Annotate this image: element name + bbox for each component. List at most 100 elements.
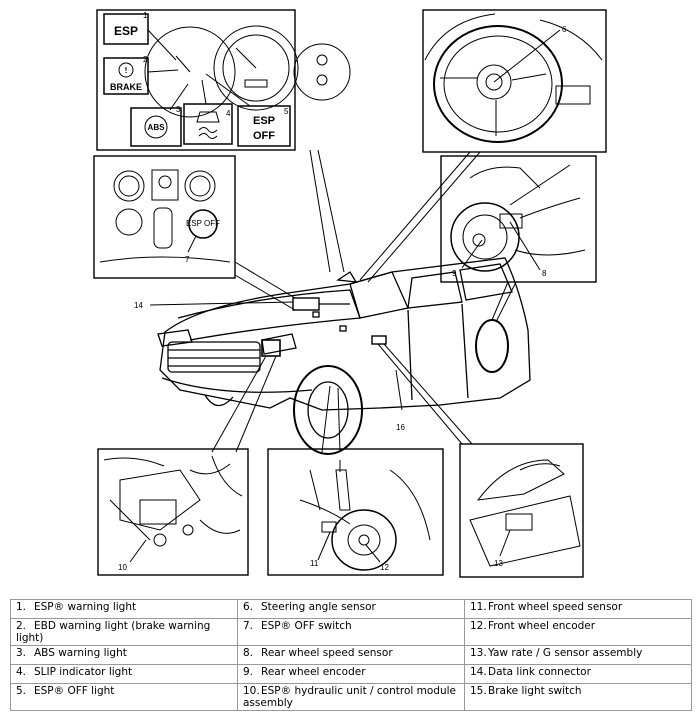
legend-cell: 13.Yaw rate / G sensor assembly (464, 645, 692, 665)
callout-6: 6 (562, 25, 567, 34)
front-wheel (293, 365, 363, 455)
component-location-diagram: ESP ! BRAKE ABS ESP OFF (93, 9, 607, 578)
rear-wheel-speed-sensor (499, 213, 523, 229)
callout-2: 2 (143, 55, 148, 64)
tachometer-gauge (144, 26, 236, 118)
legend-text: Rear wheel speed sensor (261, 647, 393, 659)
front-grille (167, 341, 261, 373)
callout-5: 5 (284, 107, 289, 116)
legend-cell: 14.Data link connector (464, 664, 692, 684)
legend-cell: 4. SLIP indicator light (10, 664, 238, 684)
legend-number: 2. (16, 620, 27, 632)
legend-cell: 12.Front wheel encoder (464, 618, 692, 646)
legend-number: 6. (243, 601, 254, 613)
rear-wheel (475, 319, 509, 373)
callout-4: 4 (226, 109, 231, 118)
legend-text: Brake light switch (488, 685, 582, 697)
steering-angle-sensor (476, 64, 512, 100)
legend-cell: 8. Rear wheel speed sensor (237, 645, 465, 665)
legend-text: ABS warning light (34, 647, 127, 659)
legend-number: 3. (16, 647, 27, 659)
legend-number: 1. (16, 601, 27, 613)
front-wheel-speed-sensor (321, 521, 337, 533)
legend-cell: 2.EBD warning light (brake warning light… (10, 618, 238, 646)
callout-1: 1 (143, 11, 148, 20)
abs-warning-indicator: ABS (130, 107, 182, 147)
esp-off-switch (188, 209, 218, 239)
legend-number: 13. (470, 647, 487, 659)
legend-text: SLIP indicator light (34, 666, 133, 678)
legend-text: ESP® OFF light (34, 685, 115, 697)
front-brake-disc (331, 509, 397, 571)
left-headlight (157, 329, 193, 347)
right-headlight (261, 333, 297, 355)
brake-warning-indicator: ! BRAKE (103, 57, 149, 95)
legend-text: Data link connector (488, 666, 591, 678)
legend-cell: 11.Front wheel speed sensor (464, 599, 692, 619)
esp-off-switch-label: ESP OFF (186, 219, 220, 228)
esp-warning-indicator: ESP (103, 13, 149, 45)
instrument-cluster-panel: ESP ! BRAKE ABS ESP OFF (96, 9, 351, 151)
hydraulic-control-module (139, 499, 177, 525)
rear-wheel-encoder (472, 233, 486, 247)
callout-16: 16 (396, 423, 405, 432)
legend-row: 4. SLIP indicator light 9. Rear wheel encod… (10, 664, 692, 684)
legend-number: 12. (470, 620, 487, 632)
fuel-temp-gauge (293, 43, 351, 101)
callout-9: 9 (452, 269, 457, 278)
legend-number: 4. (16, 666, 27, 678)
callout-3: 3 (176, 105, 181, 114)
legend-number: 11. (470, 601, 487, 613)
slip-car-icon (196, 111, 220, 123)
legend-text: ESP® OFF switch (261, 620, 352, 632)
legend-text: ESP® hydraulic unit / control module ass… (243, 685, 456, 709)
legend-text: EBD warning light (brake warning light) (16, 620, 211, 644)
data-link-connector (292, 297, 320, 311)
front-wheel-encoder (358, 534, 370, 546)
legend-number: 7. (243, 620, 254, 632)
legend-text: Yaw rate / G sensor assembly (488, 647, 643, 659)
front-wheel-sensor-panel: 11 12 (267, 448, 444, 576)
legend-number: 5. (16, 685, 27, 697)
callout-10: 10 (118, 563, 127, 572)
esp-off-switch-panel: ESP OFF 7 (93, 155, 236, 279)
legend-cell: 15.Brake light switch (464, 683, 692, 711)
callout-12: 12 (380, 563, 389, 572)
vehicle-body (157, 257, 531, 455)
esp-off-text-1: ESP (253, 115, 275, 127)
leader-lines: 14 16 (134, 149, 517, 453)
hydraulic-unit-location (261, 339, 281, 357)
speedometer-gauge (213, 25, 299, 111)
yaw-rate-g-sensor (505, 513, 533, 531)
legend-row: 3. ABS warning light 8. Rear wheel speed se… (10, 645, 692, 665)
esp-off-text-2: OFF (253, 130, 275, 142)
legend-text: Rear wheel encoder (261, 666, 366, 678)
slip-indicator (183, 103, 233, 145)
legend-number: 10. (243, 685, 260, 697)
legend-cell: 10.ESP® hydraulic unit / control module … (237, 683, 465, 711)
legend-text: Front wheel speed sensor (488, 601, 623, 613)
callout-13: 13 (494, 559, 503, 568)
legend-cell: 3. ABS warning light (10, 645, 238, 665)
esp-off-indicator: ESP OFF (237, 105, 291, 147)
legend-cell: 7. ESP® OFF switch (237, 618, 465, 646)
svg-text:!: ! (125, 66, 128, 75)
legend-number: 15. (470, 685, 487, 697)
brake-circle-icon (118, 62, 134, 78)
yaw-rate-sensor-panel: 13 (459, 443, 584, 578)
brake-indicator-text: BRAKE (110, 82, 142, 92)
legend-number: 8. (243, 647, 254, 659)
legend-row: 2.EBD warning light (brake warning light… (10, 618, 692, 646)
callout-14: 14 (134, 301, 143, 310)
legend-number: 9. (243, 666, 254, 678)
abs-indicator-text: ABS (148, 123, 166, 132)
legend-cell: 1.ESP® warning light (10, 599, 238, 619)
legend-cell: 5. ESP® OFF light (10, 683, 238, 711)
legend-cell: 6.Steering angle sensor (237, 599, 465, 619)
callout-11: 11 (310, 559, 319, 568)
legend-cell: 9. Rear wheel encoder (237, 664, 465, 684)
esp-indicator-text: ESP (114, 24, 138, 38)
engine-bay-panel: 10 (97, 448, 249, 576)
